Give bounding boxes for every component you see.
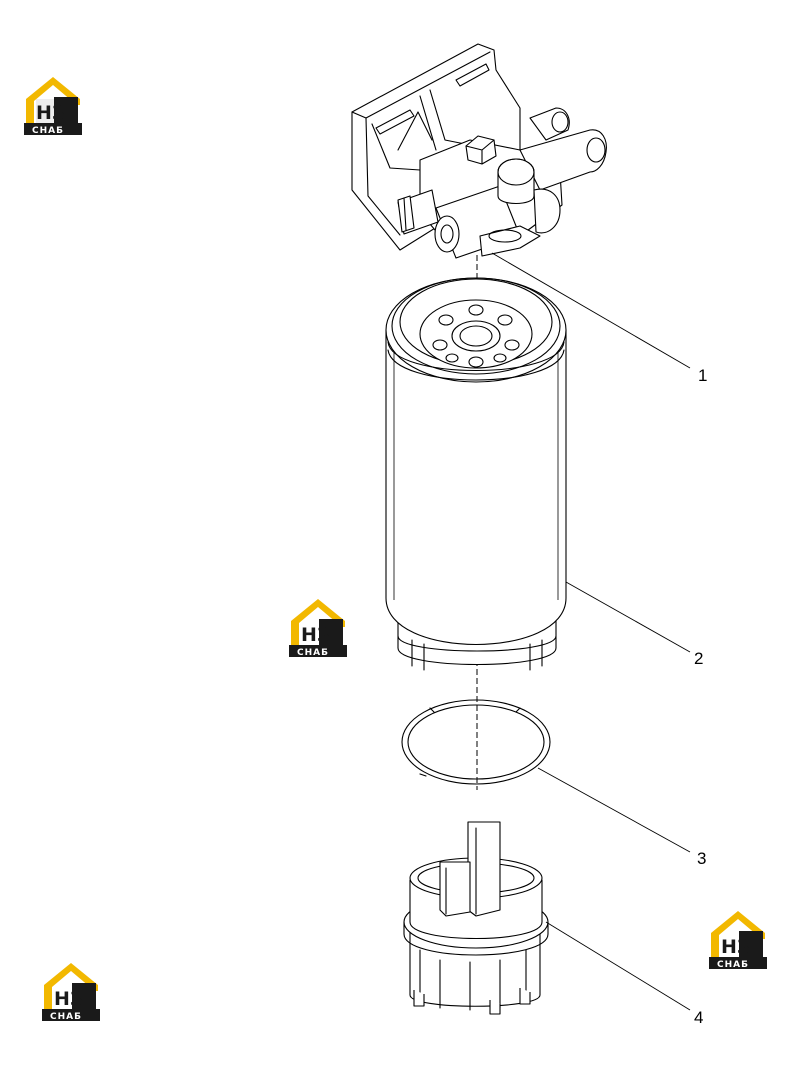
logo-main-text: НЗ <box>36 102 65 124</box>
callout-1: 1 <box>698 366 707 385</box>
logo-main-text: НЗ <box>301 624 330 646</box>
logo-sub-text: СНАБ <box>32 126 64 136</box>
brand-logo-icon: НЗ СНАБ <box>289 599 347 658</box>
water-separator-bowl <box>403 821 549 1015</box>
callout-4: 4 <box>694 1008 703 1027</box>
logo-main-text: НЗ <box>721 936 750 958</box>
callout-2: 2 <box>694 649 703 668</box>
filter-cartridge <box>385 277 567 671</box>
watermark-logo-top-left: НЗ СНАБ <box>22 75 84 137</box>
logo-sub-text: СНАБ <box>50 1012 82 1022</box>
callout-3: 3 <box>697 849 706 868</box>
logo-sub-text: СНАБ <box>717 960 749 970</box>
brand-logo-icon: НЗ СНАБ <box>42 963 100 1022</box>
filter-head <box>351 43 607 259</box>
watermark-logo-center-left: НЗ СНАБ <box>287 597 349 659</box>
watermark-logo-right: НЗ СНАБ <box>707 909 769 971</box>
o-ring <box>401 699 551 785</box>
leader-line-1 <box>491 252 691 369</box>
leader-line-2 <box>565 581 691 653</box>
watermark-logo-bottom-left: НЗ СНАБ <box>40 961 102 1023</box>
brand-logo-icon: НЗ СНАБ <box>709 911 767 970</box>
leader-line-3 <box>537 767 691 853</box>
brand-logo-icon: НЗ СНАБ <box>24 77 82 136</box>
logo-main-text: НЗ <box>54 988 83 1010</box>
logo-sub-text: СНАБ <box>297 648 329 658</box>
leader-line-4 <box>545 921 691 1011</box>
